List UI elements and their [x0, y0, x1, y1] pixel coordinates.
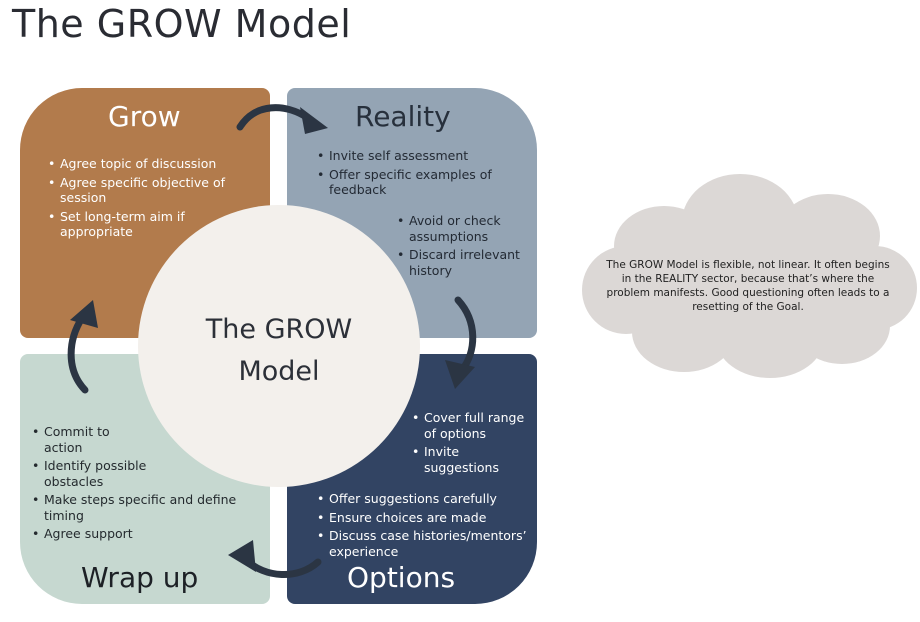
- reality-bullet: Invite self assessment: [317, 148, 522, 164]
- cloud-text: The GROW Model is flexible, not linear. …: [606, 259, 890, 313]
- grow-quadrant: Grow Agree topic of discussion Agree spe…: [20, 88, 270, 338]
- options-bullet: Offer suggestions carefully: [317, 491, 535, 507]
- reality-title: Reality: [355, 100, 451, 133]
- center-label: The GROW Model: [205, 314, 353, 387]
- wrap-up-bullet: Make steps specific and define timing: [32, 492, 262, 523]
- grow-bullet-list: Agree topic of discussion Agree specific…: [48, 156, 248, 243]
- options-bullet: Discuss case histories/mentors’ experien…: [317, 528, 535, 559]
- reality-bullet-list-bottom: Avoid or check assumptions Discard irrel…: [397, 213, 527, 281]
- options-bullet: Cover full range of options: [412, 410, 532, 441]
- cloud-shape: [582, 174, 917, 378]
- grow-title: Grow: [108, 100, 181, 133]
- options-bullet: Ensure choices are made: [317, 510, 535, 526]
- center-circle: The GROW Model: [138, 205, 420, 487]
- options-title: Options: [347, 561, 456, 594]
- reality-bullet: Discard irrelevant history: [397, 247, 527, 278]
- page-title: The GROW Model: [12, 2, 352, 46]
- reality-bullet-list-top: Invite self assessment Offer specific ex…: [317, 148, 522, 201]
- wrap-up-bullet: Commit to action: [32, 424, 139, 455]
- grow-bullet: Agree specific objective of session: [48, 175, 248, 206]
- wrap-up-bullet: Identify possible obstacles: [32, 458, 162, 489]
- wrap-up-bullet-list: Commit to action Identify possible obsta…: [32, 424, 262, 545]
- options-bullet-list-bottom: Offer suggestions carefully Ensure choic…: [317, 491, 535, 562]
- grow-bullet: Agree topic of discussion: [48, 156, 248, 172]
- options-bullet-list-top: Cover full range of options Invite sugge…: [412, 410, 532, 478]
- wrap-up-title: Wrap up: [81, 561, 199, 594]
- options-bullet: Invite suggestions: [412, 444, 532, 475]
- reality-bullet: Offer specific examples of feedback: [317, 167, 522, 198]
- reality-bullet: Avoid or check assumptions: [397, 213, 527, 244]
- grow-bullet: Set long-term aim if appropriate: [48, 209, 248, 240]
- wrap-up-bullet: Agree support: [32, 526, 262, 542]
